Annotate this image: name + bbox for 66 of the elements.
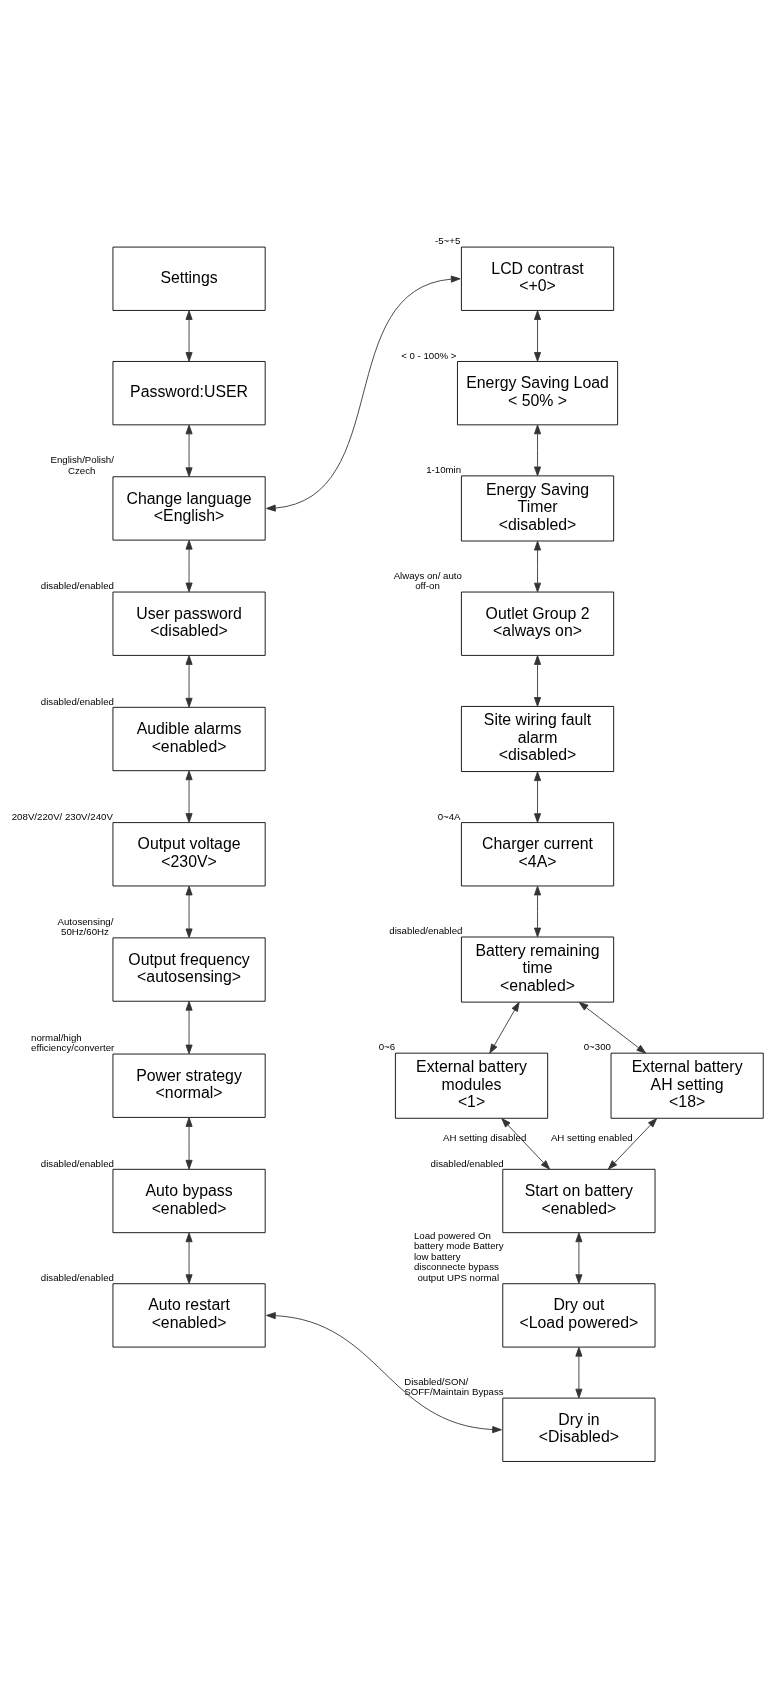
node-label: English/Polish/ Czech	[50, 453, 114, 476]
node-box: Output voltage <230V>	[112, 821, 266, 886]
node-box: Auto restart <enabled>	[112, 1282, 266, 1347]
arrow	[534, 654, 542, 707]
arrow	[578, 1001, 647, 1054]
arrow	[534, 309, 542, 362]
arrow	[501, 1117, 551, 1170]
node-label: Always on/ auto off-on	[393, 569, 462, 591]
arrow	[534, 885, 542, 937]
node-label: disabled/enabled	[389, 924, 463, 936]
node-label: disabled/enabled	[430, 1157, 504, 1168]
arrow	[575, 1346, 583, 1398]
arrow	[185, 309, 193, 362]
node-box: Dry in <Disabled>	[502, 1397, 656, 1462]
edge-label: AH setting disabled	[442, 1131, 527, 1143]
node-box: Output frequency <autosensing>	[112, 936, 266, 1002]
node-label: disabled/enabled	[40, 1157, 114, 1168]
arrow	[266, 1311, 502, 1433]
node-box: Battery remaining time <enabled>	[461, 936, 615, 1003]
node-box: External battery AH setting <18>	[610, 1052, 764, 1119]
node-label: Disabled/SON/ SOFF/Maintain Bypass	[404, 1375, 504, 1397]
node-box: Auto bypass <enabled>	[112, 1168, 266, 1233]
arrow	[185, 1000, 193, 1054]
node-box: Start on battery <enabled>	[502, 1168, 656, 1233]
node-label: 0~300	[583, 1040, 611, 1052]
node-box: Change language <English>	[112, 475, 266, 541]
arrow	[266, 275, 461, 512]
node-label: 208V/220V/ 230V/240V	[11, 810, 113, 822]
node-label: disabled/enabled	[40, 695, 114, 706]
node-box: Audible alarms <enabled>	[112, 706, 266, 771]
arrow	[489, 1001, 520, 1054]
node-label: disabled/enabled	[40, 1271, 114, 1283]
node-box: Site wiring fault alarm <disabled>	[461, 705, 615, 772]
arrow	[185, 1232, 193, 1284]
arrow	[185, 654, 193, 708]
arrow	[534, 770, 542, 823]
node-box: Dry out <Load powered>	[502, 1282, 656, 1347]
node-label: normal/high efficiency/converter	[31, 1031, 115, 1053]
node-label: 0~4A	[437, 810, 461, 822]
arrow	[534, 540, 542, 592]
arrow	[185, 885, 193, 938]
edge-label: AH setting enabled	[550, 1131, 633, 1143]
node-box: LCD contrast <+0>	[461, 246, 615, 311]
node-box: Password:USER	[112, 360, 266, 425]
node-label: Load powered On battery mode Battery low battery disconnecte bypass output UPS normal	[413, 1229, 504, 1283]
arrow	[575, 1232, 583, 1284]
arrow	[607, 1117, 658, 1170]
arrow	[185, 539, 193, 592]
node-box: Settings	[112, 246, 266, 311]
arrow	[185, 1116, 193, 1170]
node-box: Energy Saving Timer <disabled>	[461, 474, 615, 541]
arrow	[185, 769, 193, 823]
node-label: 0~6	[378, 1040, 396, 1052]
node-label: 1-10min	[426, 463, 462, 475]
arrow	[534, 424, 542, 476]
node-label: < 0 - 100% >	[401, 349, 457, 361]
arrow	[185, 424, 193, 477]
node-box: User password <disabled>	[112, 591, 266, 656]
node-label: disabled/enabled	[40, 579, 114, 591]
node-box: Energy Saving Load < 50% >	[457, 360, 619, 425]
node-box: External battery modules <1>	[395, 1052, 549, 1119]
node-box: Charger current <4A>	[461, 821, 615, 886]
node-box: Power strategy <normal>	[112, 1053, 266, 1118]
node-label: Autosensing/ 50Hz/60Hz	[57, 915, 114, 937]
node-box: Outlet Group 2 <always on>	[461, 591, 615, 656]
node-label: -5~+5	[435, 234, 461, 246]
